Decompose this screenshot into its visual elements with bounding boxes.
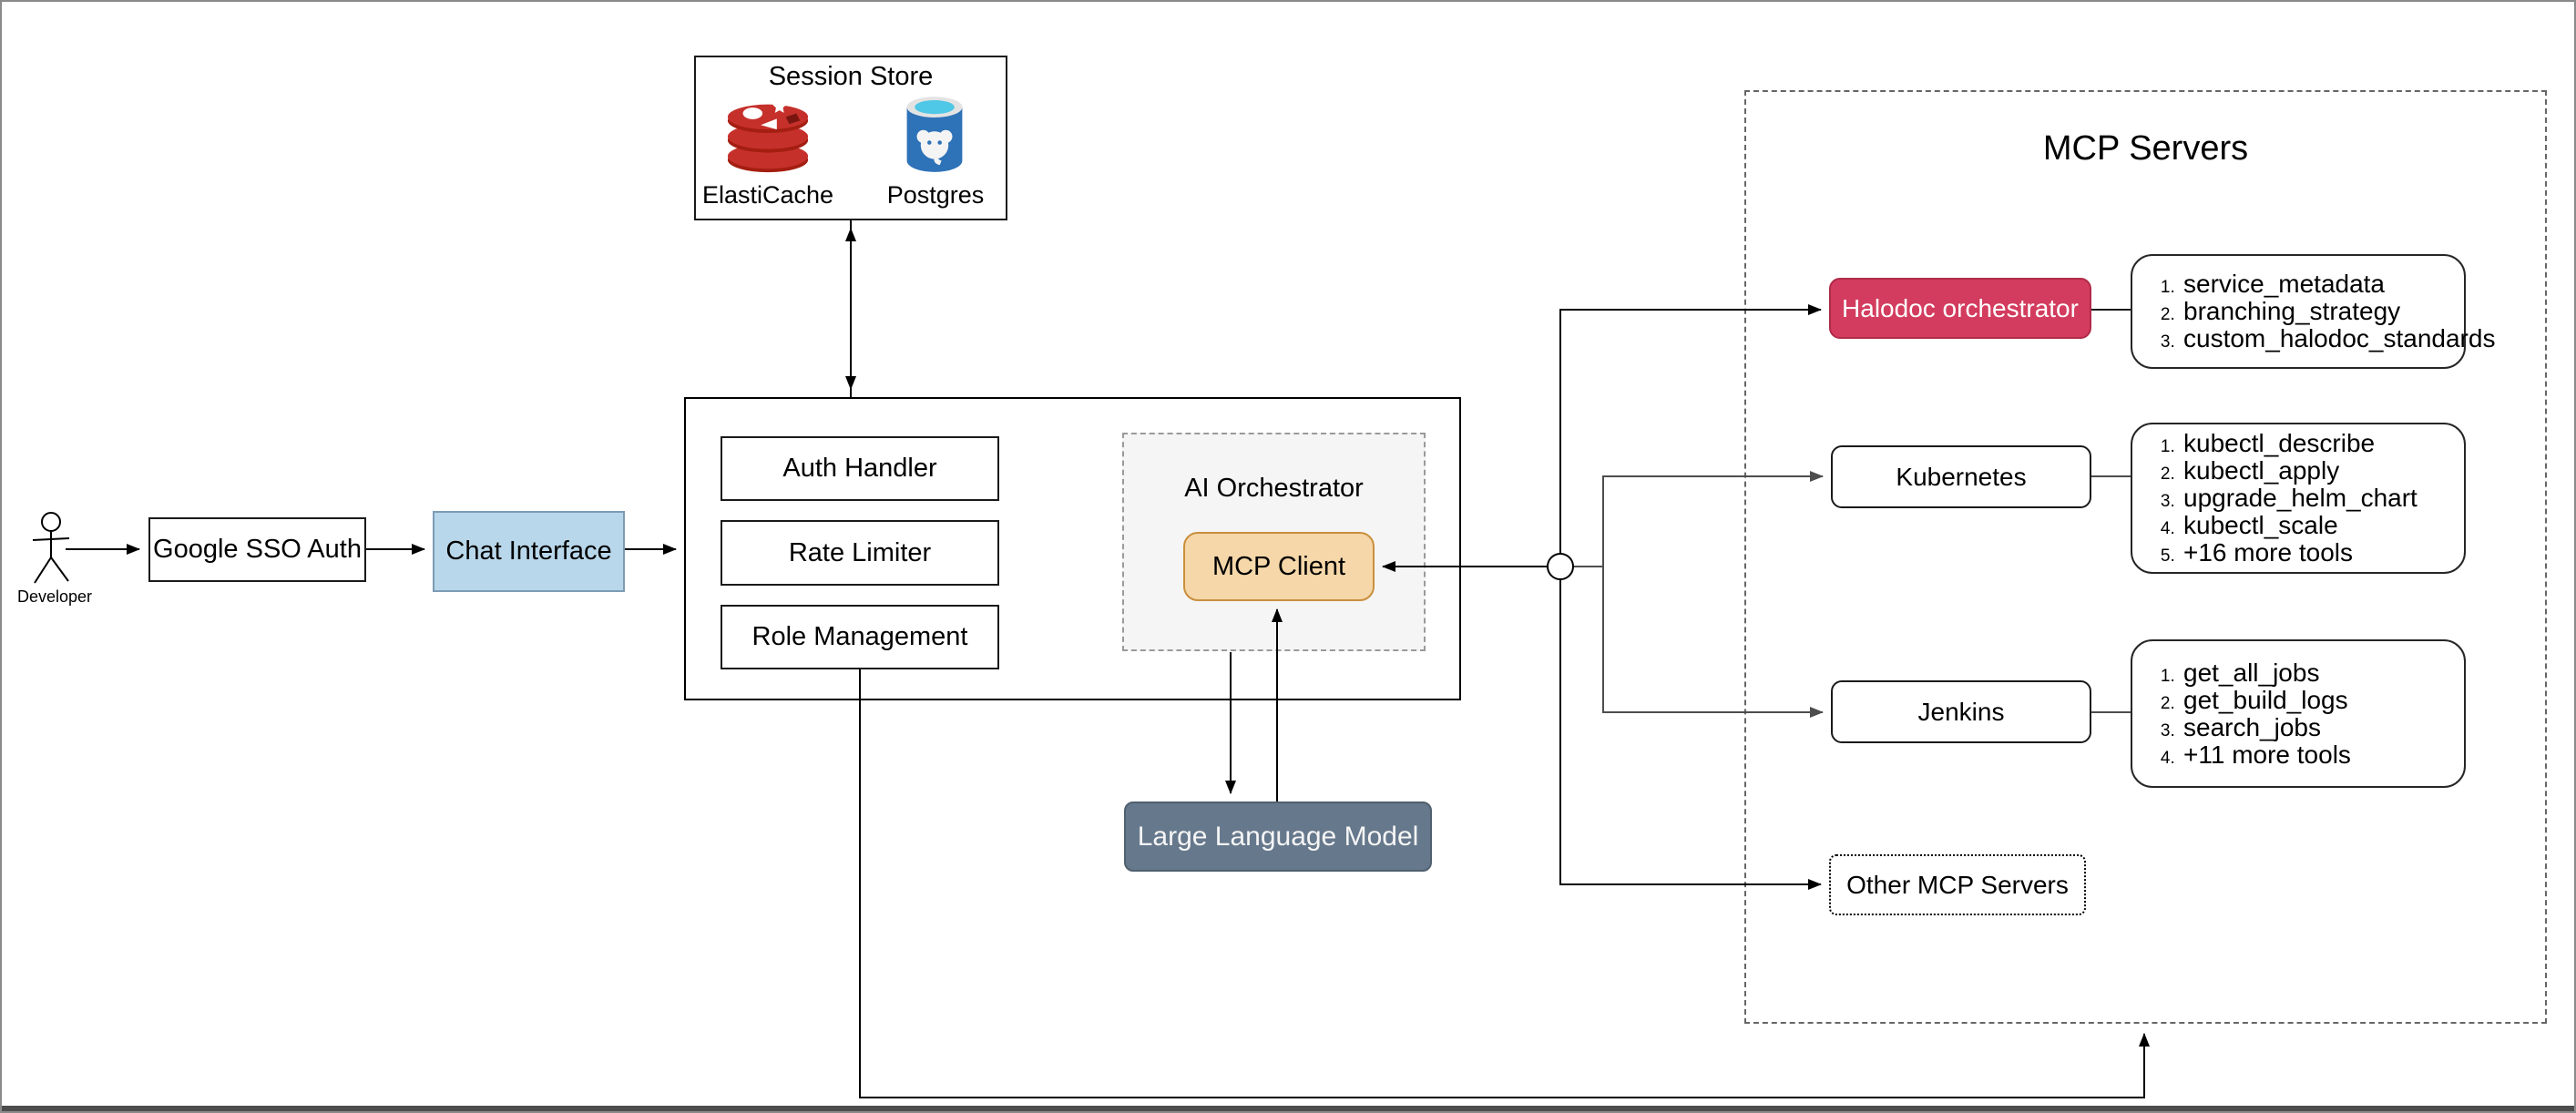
auth-handler-label: Auth Handler	[782, 454, 937, 483]
window-bottom-bar	[2, 1106, 2574, 1111]
tool-list-halodoc: service_metadata branching_strategy cust…	[2131, 254, 2495, 369]
tool-item: search_jobs	[2180, 713, 2351, 741]
node-kubernetes: Kubernetes	[1831, 445, 2091, 508]
tool-item: get_all_jobs	[2180, 659, 2351, 687]
rate-limiter-label: Rate Limiter	[788, 537, 932, 567]
postgres-label: Postgres	[886, 181, 985, 209]
tool-list-kubernetes: kubectl_describe kubectl_apply upgrade_h…	[2131, 423, 2466, 574]
redis-icon	[727, 98, 809, 173]
developer-label: Developer	[16, 587, 93, 606]
llm-label: Large Language Model	[1137, 821, 1419, 852]
tool-item: custom_halodoc_standards	[2180, 325, 2495, 352]
node-role-management: Role Management	[721, 605, 999, 669]
role-management-label: Role Management	[751, 622, 968, 651]
other-mcp-servers-label: Other MCP Servers	[1846, 870, 2069, 899]
jenkins-label: Jenkins	[1917, 697, 2005, 726]
node-mcp-client: MCP Client	[1183, 532, 1375, 601]
mcp-servers-title: MCP Servers	[2042, 129, 2249, 168]
elasticache-label: ElastiCache	[701, 181, 834, 209]
tool-item: get_build_logs	[2180, 686, 2351, 714]
postgres-icon	[906, 97, 963, 172]
session-store-title: Session Store	[768, 62, 934, 91]
tool-item: upgrade_helm_chart	[2180, 485, 2418, 512]
tool-item: +16 more tools	[2180, 539, 2418, 567]
chat-interface-label: Chat Interface	[445, 536, 612, 566]
node-rate-limiter: Rate Limiter	[721, 520, 999, 586]
node-auth-handler: Auth Handler	[721, 436, 999, 501]
tool-list-jenkins: get_all_jobs get_build_logs search_jobs …	[2131, 639, 2466, 788]
tool-item: +11 more tools	[2180, 740, 2351, 769]
tool-item: kubectl_describe	[2180, 430, 2418, 457]
tool-item: kubectl_apply	[2180, 457, 2418, 485]
node-google-sso-auth: Google SSO Auth	[148, 517, 366, 582]
node-large-language-model: Large Language Model	[1124, 802, 1432, 872]
node-other-mcp-servers: Other MCP Servers	[1829, 854, 2086, 915]
ai-orchestrator-label: AI Orchestrator	[1184, 474, 1364, 503]
tool-item: service_metadata	[2180, 271, 2495, 298]
halodoc-orchestrator-label: Halodoc orchestrator	[1842, 293, 2079, 322]
kubernetes-label: Kubernetes	[1896, 462, 2027, 491]
node-chat-interface: Chat Interface	[433, 511, 625, 592]
tool-item: branching_strategy	[2180, 298, 2495, 325]
tool-item: kubectl_scale	[2180, 512, 2418, 539]
developer-stick-figure-icon	[32, 512, 70, 584]
google-sso-label: Google SSO Auth	[153, 535, 362, 564]
node-jenkins: Jenkins	[1831, 680, 2091, 743]
mcp-client-label: MCP Client	[1211, 551, 1346, 581]
junction-circle	[1547, 553, 1574, 580]
node-halodoc-orchestrator: Halodoc orchestrator	[1829, 278, 2091, 339]
